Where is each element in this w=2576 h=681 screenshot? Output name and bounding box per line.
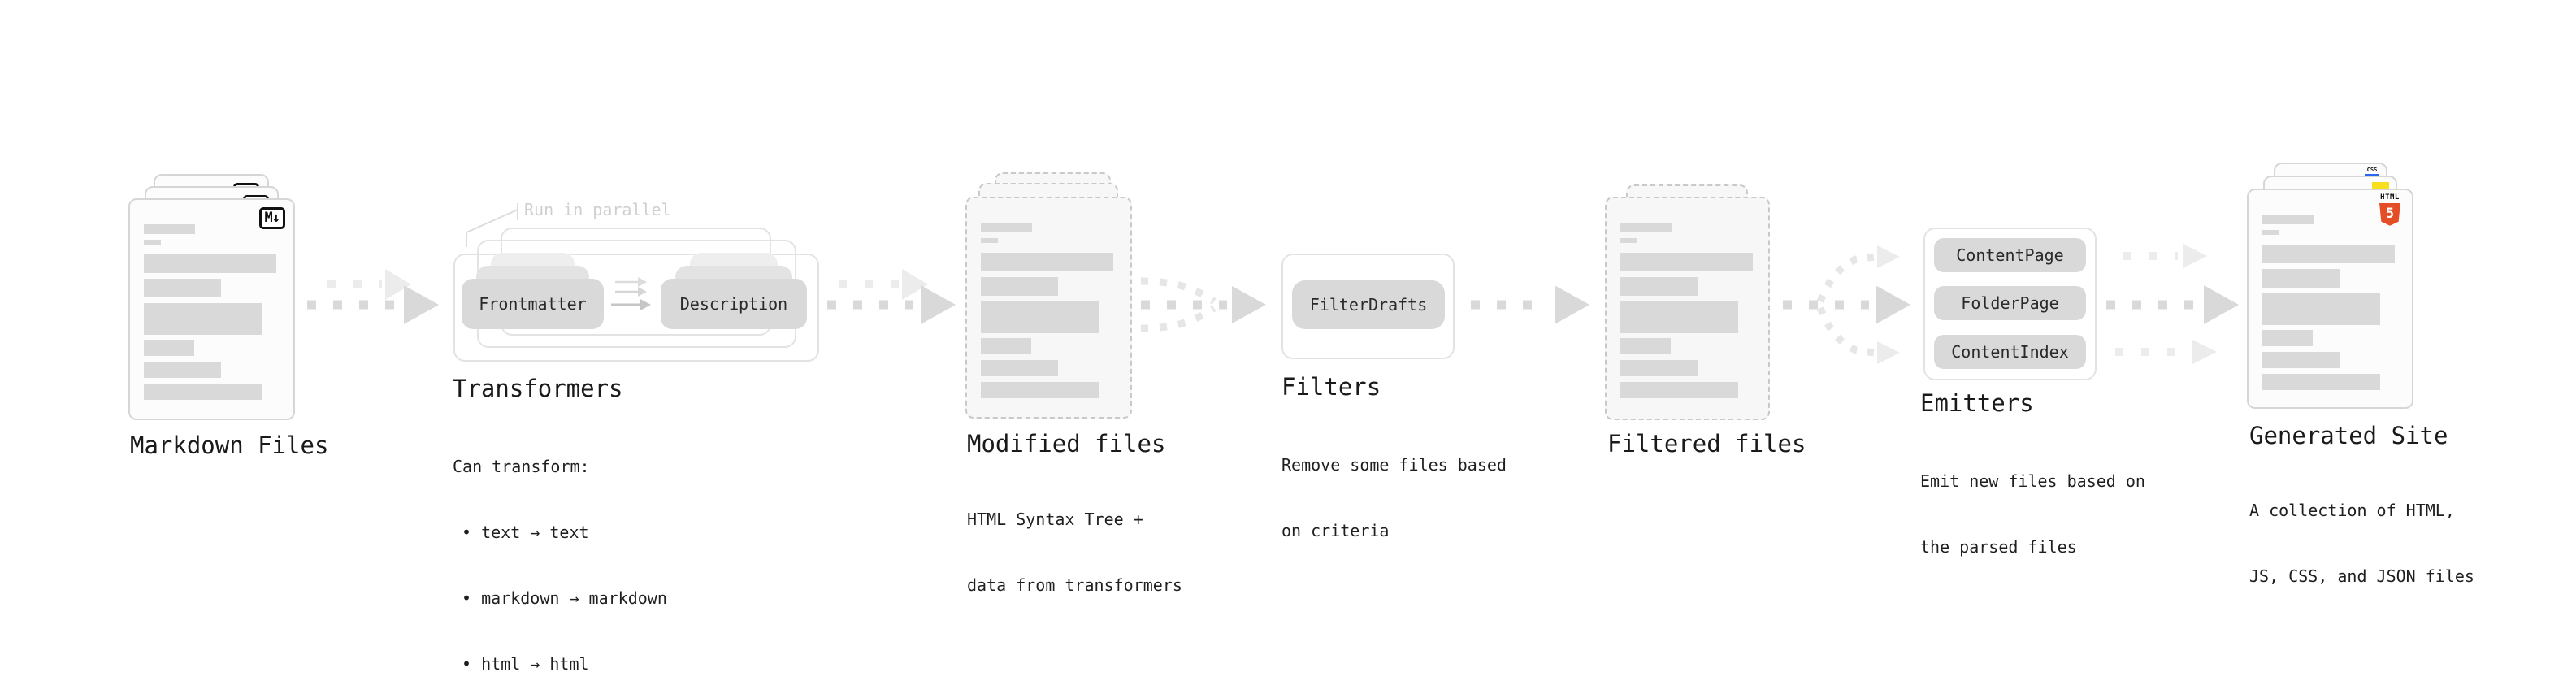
skeleton-bar [144,254,276,273]
document-skeleton [144,224,276,406]
generated-site-title: Generated Site [2249,422,2448,449]
transformer-frame-front [453,254,819,362]
transformers-description: Can transform: • text → text • markdown … [453,412,667,681]
subtitle-line: Emit new files based on [1920,471,2145,491]
skeleton-bar [144,303,262,335]
skeleton-bar [981,238,998,243]
generated-file-card-html: HTML 5 [2247,189,2413,409]
skeleton-bar [981,277,1058,296]
transform-bullet: • markdown → markdown [462,588,667,608]
subtitle-line: A collection of HTML, [2249,501,2455,520]
skeleton-bar [144,240,161,245]
skeleton-bar [144,384,262,400]
skeleton-bar [1620,277,1698,296]
filter-pill-filterdrafts: FilterDrafts [1292,280,1445,329]
arrow-filtered-to-emitters-icon [1783,245,1910,364]
skeleton-bar [1620,223,1672,232]
skeleton-bar [1620,238,1637,243]
arrow-filters-to-filtered-icon [1471,285,1589,324]
skeleton-bar [981,360,1058,376]
skeleton-bar [981,223,1032,232]
filtered-file-card-front [1605,197,1770,420]
skeleton-bar [981,253,1113,271]
subtitle-line: on criteria [1281,521,1390,540]
html5-icon: HTML 5 [2376,193,2404,226]
skeleton-bar [1620,253,1753,271]
run-in-parallel-note: Run in parallel [524,200,671,219]
subtitle-line: the parsed files [1920,537,2077,557]
skeleton-bar [144,279,221,297]
document-skeleton [2262,215,2395,396]
document-skeleton [981,223,1113,404]
skeleton-bar [1620,301,1738,333]
modified-files-subtitle: HTML Syntax Tree + data from transformer… [967,465,1182,640]
css-label: CSS [2366,167,2378,173]
skeleton-bar [2262,293,2380,325]
skeleton-bar [144,340,194,356]
arrow-markdown-to-transformers-icon [307,269,439,324]
modified-files-title: Modified files [967,430,1166,458]
skeleton-bar [144,362,221,378]
emitters-subtitle: Emit new files based on the parsed files [1920,427,2145,602]
skeleton-bar [144,224,195,234]
skeleton-bar [2262,245,2395,263]
can-transform-heading: Can transform: [453,457,590,476]
filtered-files-title: Filtered files [1607,430,1806,458]
markdown-icon: M↓ [258,207,285,229]
markdown-files-title: Markdown Files [130,432,329,459]
arrow-transformers-to-modified-icon [827,269,956,324]
skeleton-bar [981,338,1031,354]
filters-title: Filters [1281,373,1381,401]
generated-site-subtitle: A collection of HTML, JS, CSS, and JSON … [2249,456,2474,631]
emitters-title: Emitters [1920,389,2034,417]
markdown-file-card-front: M↓ [128,198,295,420]
emitter-pill-contentpage: ContentPage [1934,238,2086,272]
modified-file-card-front [965,197,1132,419]
subtitle-line: HTML Syntax Tree + [967,510,1143,529]
skeleton-bar [1620,360,1698,376]
arrow-modified-to-filters-icon [1140,277,1266,332]
emitter-pill-contentindex: ContentIndex [1934,335,2086,369]
run-in-parallel-callout-line [466,203,518,247]
skeleton-bar [2262,352,2340,368]
skeleton-bar [2262,215,2314,224]
html5-shield: 5 [2379,202,2400,226]
subtitle-line: Remove some files based [1281,455,1507,475]
emitter-pill-folderpage: FolderPage [1934,286,2086,320]
skeleton-bar [2262,330,2313,346]
transform-bullet: • text → text [462,523,589,542]
transformer-pill-frontmatter: Frontmatter [462,279,604,329]
skeleton-bar [1620,382,1738,398]
transformers-title: Transformers [453,375,623,402]
skeleton-bar [981,382,1099,398]
transform-bullet: • html → html [462,654,589,674]
skeleton-bar [981,301,1099,333]
transformer-pill-description: Description [661,279,807,329]
skeleton-bar [2262,374,2380,390]
subtitle-line: JS, CSS, and JSON files [2249,566,2474,586]
skeleton-bar [2262,230,2279,235]
document-skeleton [1620,223,1753,404]
filters-subtitle: Remove some files based on criteria [1281,410,1507,586]
skeleton-bar [1620,338,1671,354]
html5-word: HTML [2380,193,2400,202]
arrow-emitters-to-generated-icon [2106,244,2239,364]
subtitle-line: data from transformers [967,575,1182,595]
transformer-pill-arrows-icon [611,277,651,310]
skeleton-bar [2262,269,2340,288]
